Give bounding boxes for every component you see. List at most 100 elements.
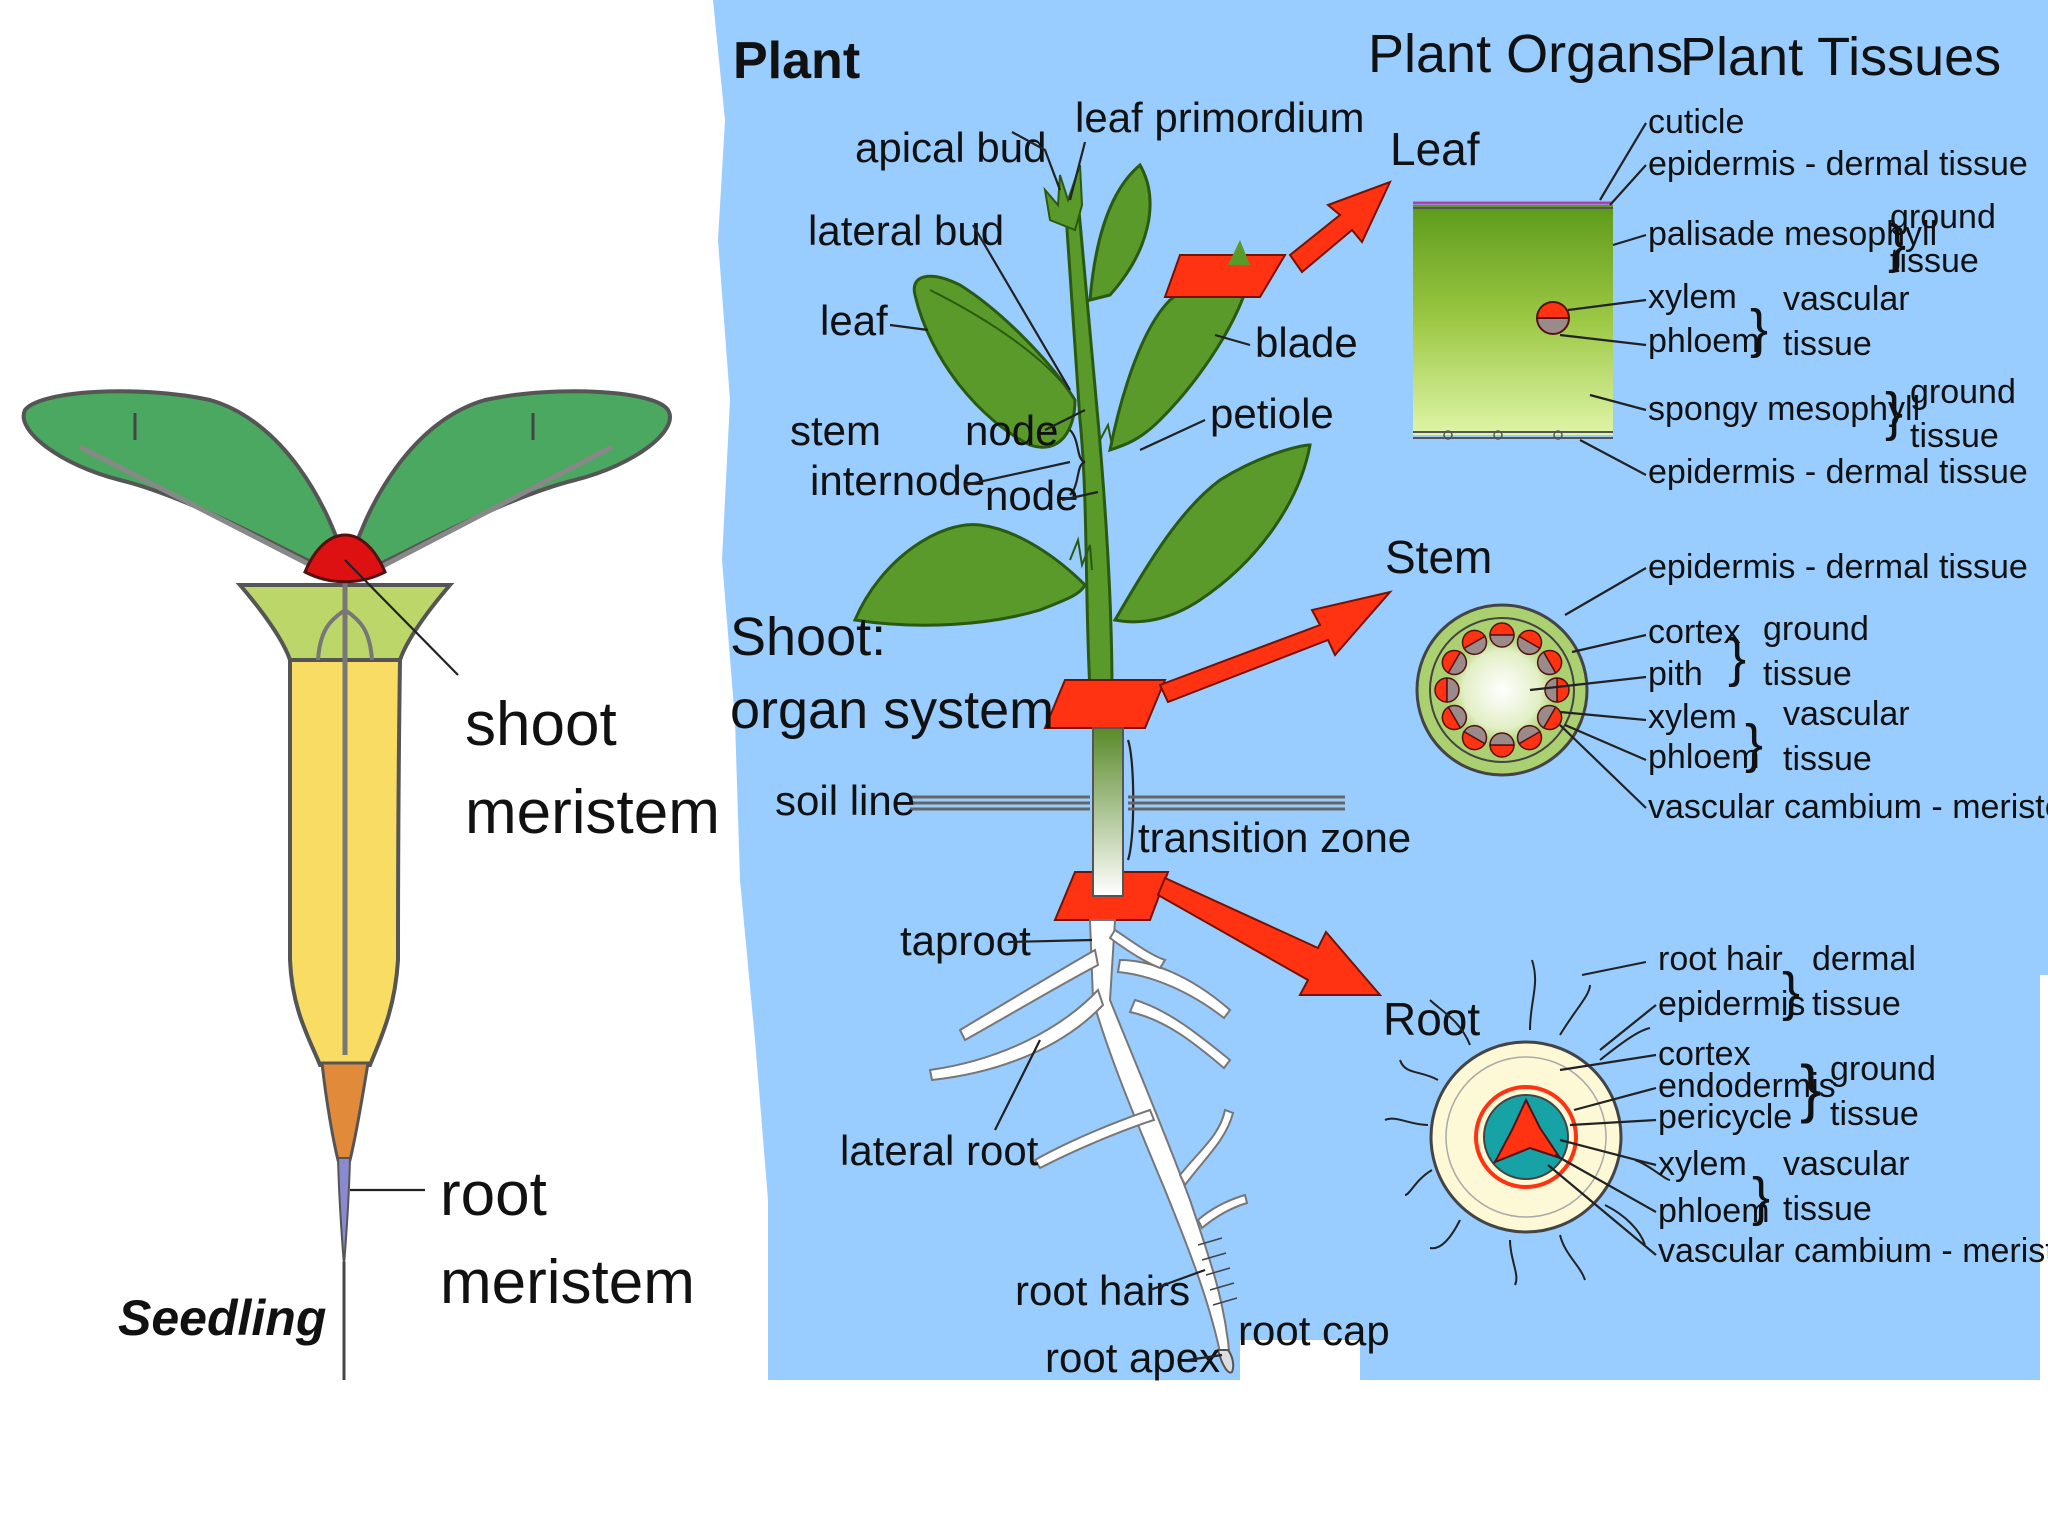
stem-phloem-bundle [1489,732,1515,746]
leaf-spongy-group-1: ground [1910,373,2016,411]
stem-cambium-label: vascular cambium - meristematic [1648,788,2048,826]
stem-xylem-bundle [1489,744,1515,758]
leaf-palisade-label: palisade mesophyll [1648,215,1937,253]
stem-xylem-label: xylem [1648,698,1737,736]
leaf-section-title: Leaf [1390,123,1480,175]
stem-xylem-bundle [1489,622,1515,636]
transition-zone [1092,727,1124,897]
shoot-meristem-label-2: meristem [465,778,720,847]
label-root-hairs: root hairs [1015,1267,1190,1314]
stem-section-title: Stem [1385,531,1492,583]
leaf-spongy-group-2: tissue [1910,417,1999,455]
leaf-phloem-label: phloem [1648,322,1760,360]
stem-xylem-bundle [1542,649,1563,674]
plant-title: Plant [733,32,860,90]
stem-ground-group-1: ground [1763,610,1869,648]
stem-xylem-bundle [1556,677,1570,703]
leaf-cuticle-label: cuticle [1648,103,1744,141]
leaf-lower-left [852,523,1087,627]
stem-phloem-bundle [1447,651,1468,676]
stem-xylem-bundle [1434,677,1448,703]
leaf-top-right [1088,162,1152,302]
stem-phloem-bundle [1489,634,1515,648]
leaf-vascular-group-1: vascular [1783,280,1910,318]
stem-cortex-label: cortex [1648,613,1741,651]
root-epidermis-label: epidermis [1658,985,1805,1023]
stem-phloem-bundle [1447,704,1468,729]
root-ground-group-1: ground [1830,1050,1936,1088]
stem-epidermis-label: epidermis - dermal tissue [1648,548,2028,586]
label-apical-bud: apical bud [855,124,1046,171]
leaf-xylem-label: xylem [1648,278,1737,316]
label-lateral-bud: lateral bud [808,207,1004,254]
label-soil-line: soil line [775,777,915,824]
stem-vascular-bundles [1434,622,1570,758]
root-cambium-label: vascular cambium - meristematic [1658,1232,2048,1270]
arrow-to-leaf [1288,180,1392,274]
stem-xylem-bundle [1542,706,1563,731]
soil-line [910,795,1345,811]
label-leaf: leaf [820,297,888,344]
seedling-diagram: shoot meristem root meristem Seedling [21,389,720,1380]
label-taproot: taproot [900,917,1031,964]
arrow-to-root [1156,876,1383,996]
stem-phloem-bundle [1463,635,1488,655]
stem-xylem-bundle [1441,649,1462,674]
label-node-top: node [965,407,1058,454]
stem-xylem-bundle [1461,730,1486,751]
stem-vascular-group-2: tissue [1783,740,1872,778]
root-meristem-label-2: meristem [440,1248,695,1317]
label-root-cap: root cap [1238,1307,1390,1354]
leaf-epidermis-top-label: epidermis - dermal tissue [1648,145,2028,183]
stem-phloem-label: phloem [1648,738,1760,776]
stem-phloem-bundle [1446,677,1460,703]
root-vascular-group-2: tissue [1783,1190,1872,1228]
plant-shoot [852,162,1312,692]
root-dermal-group-1: dermal [1812,940,1916,978]
stem-xylem-bundle [1518,629,1543,650]
brace: } [1752,1167,1770,1227]
root-dermal-group-2: tissue [1812,985,1901,1023]
stem-phloem-bundle [1463,725,1488,745]
brace: } [1888,214,1906,274]
root-endodermis-label: endodermis [1658,1067,1836,1105]
left-cotyledon [21,389,353,584]
label-node-bottom: node [985,472,1078,519]
label-root-apex: root apex [1045,1334,1220,1381]
leaf-xylem [1535,301,1571,319]
leaf-cross-section [1413,201,1613,440]
label-lateral-root: lateral root [840,1127,1039,1174]
tissues-header: Plant Tissues [1680,27,2001,87]
stem-xylem-bundle [1461,629,1486,650]
plant-panel: Plant Plant Organs Plant Tissues [713,0,2048,1381]
root-pericycle-label: pericycle [1658,1098,1792,1136]
right-cotyledon [342,389,672,584]
leaf-upper-left [912,274,1077,449]
root-phloem-label: phloem [1658,1192,1770,1230]
brace: } [1800,1052,1821,1124]
stem-ground-group-2: tissue [1763,655,1852,693]
label-petiole: petiole [1210,390,1334,437]
root-meristem-label-1: root [440,1160,547,1229]
label-leaf-primordium: leaf primordium [1075,94,1364,141]
leaf-section-marker [1163,254,1287,298]
label-blade: blade [1255,319,1358,366]
leaf-vascular-group-2: tissue [1783,325,1872,363]
stem-xylem-bundle [1518,730,1543,751]
stem-cross-section [1415,603,1589,777]
brace: } [1728,628,1746,688]
shoot-meristem-label-1: shoot [465,690,617,759]
leaf-spongy-label: spongy mesophyll [1648,390,1920,428]
root-zone [320,1061,370,1162]
root-ground-group-2: tissue [1830,1095,1919,1133]
leaf-palisade-group-1: ground [1890,198,1996,236]
leaf-lower-right [1112,443,1312,624]
root-xylem-label: xylem [1658,1145,1747,1183]
leaf-palisade-group-2: tissue [1890,242,1979,280]
leaf-phloem [1535,317,1571,335]
shoot-meristem [303,533,387,584]
stem-vascular-group-1: vascular [1783,695,1910,733]
label-shoot-system-1: Shoot: [730,607,886,667]
organs-header: Plant Organs [1368,24,1683,84]
